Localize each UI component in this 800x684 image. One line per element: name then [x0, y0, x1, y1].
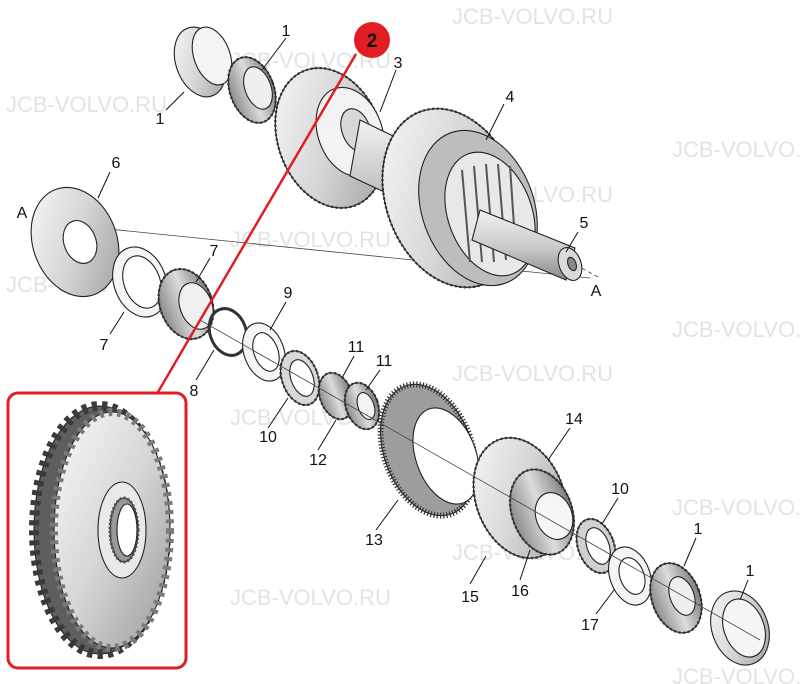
watermark-6: JCB-VOLVO.RU [230, 227, 391, 252]
watermark-12: JCB-VOLVO.RU [672, 495, 800, 520]
callout-9: 9 [284, 285, 293, 302]
callout-12: 12 [309, 452, 327, 469]
callout-10-lower: 10 [611, 481, 629, 498]
part-5-shaft-end[interactable] [471, 209, 586, 284]
callout-4: 4 [506, 89, 515, 106]
highlight-callout-label: 2 [367, 31, 378, 52]
callout-1-top: 1 [282, 23, 291, 40]
callout-11-b: 11 [376, 353, 393, 370]
callout-17: 17 [581, 617, 599, 634]
part-6-thrust-plate[interactable] [16, 175, 133, 309]
part-10-thrust-bearing-upper[interactable] [274, 346, 327, 411]
callout-6: 6 [112, 155, 121, 172]
part-2-gear-enlarged[interactable] [29, 401, 174, 659]
watermark-8: JCB-VOLVO.RU [672, 317, 800, 342]
callout-7-needle: 7 [210, 243, 219, 260]
callout-1-lower-cup: 1 [746, 563, 755, 580]
highlight-leader-line [156, 53, 358, 393]
callout-13: 13 [365, 532, 383, 549]
watermark-16: JCB-VOLVO.RU [672, 664, 800, 684]
callout-1-top-cup: 1 [156, 111, 165, 128]
part-1-bearing-cup-top[interactable] [165, 20, 239, 104]
callout-5: 5 [580, 215, 589, 232]
callout-15: 15 [461, 589, 479, 606]
callout-7-washer: 7 [100, 337, 109, 354]
part-1-bearing-cone-bottom[interactable] [641, 556, 711, 640]
callout-10-upper: 10 [259, 429, 277, 446]
watermark-1: JCB-VOLVO.RU [452, 4, 613, 29]
watermark-14: JCB-VOLVO.RU [230, 585, 391, 610]
part-8-snap-ring[interactable] [203, 303, 253, 360]
axis-line-lower [199, 319, 761, 641]
axis-label-a-left: A [17, 205, 28, 222]
axis-label-a-right: A [591, 283, 602, 300]
highlight-callout-circle [354, 22, 390, 58]
callout-14: 14 [565, 411, 583, 428]
watermark-3: JCB-VOLVO.RU [6, 92, 167, 117]
leader-lines [97, 37, 749, 615]
callout-labels: 1 1 3 4 5 6 7 7 8 9 10 10 11 11 12 13 14… [17, 23, 755, 634]
callout-1-lower-cone: 1 [694, 521, 703, 538]
callout-8: 8 [190, 383, 199, 400]
part-1-bearing-cone-top[interactable] [220, 51, 285, 130]
callout-11-a: 11 [348, 339, 365, 356]
part-7-washer[interactable] [103, 239, 176, 324]
callout-3: 3 [394, 55, 403, 72]
callout-16: 16 [511, 583, 529, 600]
part-1-bearing-cup-bottom[interactable] [701, 583, 780, 674]
watermark-4: JCB-VOLVO.RU [672, 137, 800, 162]
watermark-9: JCB-VOLVO.RU [452, 361, 613, 386]
part-4-shaft-drum[interactable] [349, 89, 558, 307]
part-17-washer[interactable] [601, 541, 659, 611]
